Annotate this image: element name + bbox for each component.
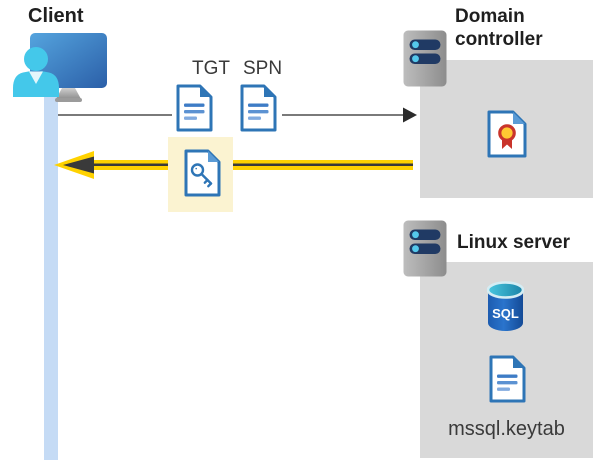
- arrowhead-right-icon: [403, 107, 417, 123]
- client-icon: [13, 33, 107, 102]
- spn-document-icon: [240, 84, 277, 132]
- tgt-document-icon: [176, 84, 213, 132]
- client-timeline-bar: [44, 74, 58, 460]
- person-icon: [13, 47, 59, 97]
- keytab-document-icon: [489, 355, 526, 403]
- tgt-label: TGT: [192, 58, 230, 79]
- keytab-filename-label: mssql.keytab: [448, 418, 565, 440]
- sql-label: SQL: [492, 306, 519, 321]
- arrowhead-left-icon: [54, 151, 94, 179]
- sql-database-icon: SQL: [487, 281, 524, 331]
- linux-server-server-icon: [403, 220, 447, 277]
- key-ticket-icon: [184, 149, 221, 197]
- linux-server-label: Linux server: [457, 232, 570, 253]
- response-arrow: [90, 160, 413, 170]
- certificate-icon: [487, 110, 527, 158]
- spn-label: SPN: [243, 58, 283, 79]
- client-label: Client: [28, 5, 84, 27]
- domain-controller-label: Domain controller: [455, 6, 543, 50]
- domain-controller-server-icon: [403, 30, 447, 87]
- key-icon: [190, 163, 213, 188]
- request-arrow: [58, 107, 417, 123]
